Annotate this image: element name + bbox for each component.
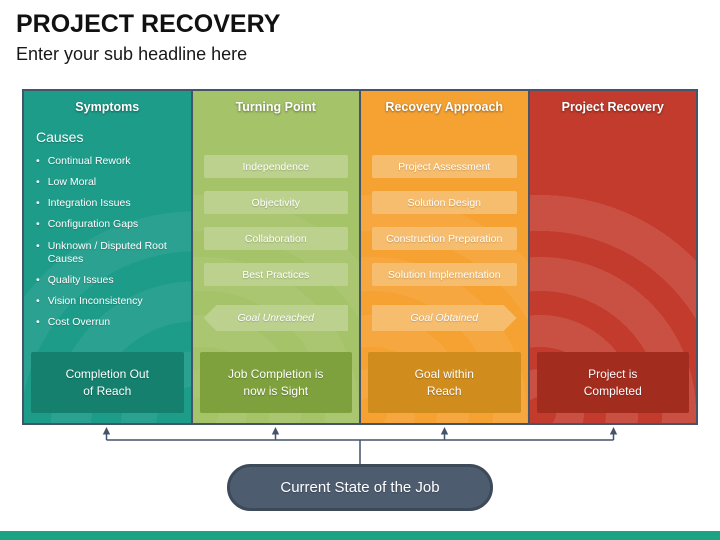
status-box-completion-out-of-reach: Completion Out of Reach bbox=[31, 352, 184, 413]
step-construction-preparation: Construction Preparation bbox=[372, 227, 517, 250]
recovery-approach-steps: Project Assessment Solution Design Const… bbox=[372, 155, 517, 299]
list-item: • Configuration Gaps bbox=[36, 218, 183, 231]
list-item: • Quality Issues bbox=[36, 274, 183, 287]
up-arrow-icon bbox=[102, 427, 111, 435]
bullet-icon: • bbox=[36, 294, 40, 307]
up-arrow-icon bbox=[609, 427, 618, 435]
current-state-label: Current State of the Job bbox=[280, 479, 440, 496]
step-solution-design: Solution Design bbox=[372, 191, 517, 214]
causes-list: • Continual Rework • Low Moral • Integratio… bbox=[36, 155, 183, 337]
column-header-recovery-approach: Recovery Approach bbox=[385, 100, 504, 114]
step-solution-implementation: Solution Implementation bbox=[372, 263, 517, 286]
page-subtitle: Enter your sub headline here bbox=[16, 44, 248, 64]
goal-obtained-arrow: Goal Obtained bbox=[372, 305, 517, 331]
step-independence: Independence bbox=[203, 155, 348, 178]
column-turning-point: Turning Point Independence Objectivity C… bbox=[190, 91, 359, 423]
step-project-assessment: Project Assessment bbox=[372, 155, 517, 178]
cause-text: Vision Inconsistency bbox=[47, 294, 143, 307]
list-item: • Continual Rework bbox=[36, 155, 183, 168]
bullet-icon: • bbox=[36, 197, 40, 210]
current-state-pill: Current State of the Job bbox=[227, 464, 493, 511]
column-symptoms: Symptoms Causes • Continual Rework • Low M… bbox=[24, 91, 191, 423]
cause-text: Quality Issues bbox=[47, 273, 114, 286]
step-objectivity: Objectivity bbox=[203, 191, 348, 214]
bullet-icon: • bbox=[36, 176, 40, 189]
up-arrow-icon bbox=[271, 427, 280, 435]
list-item: • Unknown / Disputed Root Causes bbox=[36, 240, 183, 266]
bullet-icon: • bbox=[36, 155, 40, 167]
column-header-turning-point: Turning Point bbox=[235, 100, 316, 114]
step-best-practices: Best Practices bbox=[203, 263, 348, 286]
cause-text: Integration Issues bbox=[47, 197, 131, 210]
causes-label: Causes bbox=[36, 129, 84, 145]
cause-text: Cost Overrun bbox=[47, 316, 111, 328]
turning-point-steps: Independence Objectivity Collaboration B… bbox=[203, 155, 348, 299]
recovery-stages-table: Symptoms Causes • Continual Rework • Low M… bbox=[22, 89, 698, 425]
column-header-project-recovery: Project Recovery bbox=[561, 100, 664, 114]
footer-accent-bar bbox=[0, 531, 720, 540]
status-box-job-completion-in-sight: Job Completion is now is Sight bbox=[199, 352, 352, 413]
page-title: PROJECT RECOVERY bbox=[16, 10, 281, 38]
status-box-goal-within-reach: Goal within Reach bbox=[368, 352, 521, 413]
list-item: • Integration Issues bbox=[36, 197, 183, 210]
cause-text: Continual Rework bbox=[47, 155, 131, 167]
status-box-project-completed: Project is Completed bbox=[536, 352, 689, 413]
bullet-icon: • bbox=[36, 316, 40, 328]
goal-unreached-arrow: Goal Unreached bbox=[203, 305, 348, 331]
column-recovery-approach: Recovery Approach Project Assessment Sol… bbox=[359, 91, 528, 423]
bullet-icon: • bbox=[36, 273, 40, 286]
cause-text: Configuration Gaps bbox=[47, 218, 139, 231]
list-item: • Cost Overrun bbox=[36, 316, 183, 329]
bullet-icon: • bbox=[36, 239, 40, 252]
step-collaboration: Collaboration bbox=[203, 227, 348, 250]
up-arrow-icon bbox=[440, 427, 449, 435]
column-header-symptoms: Symptoms bbox=[75, 100, 140, 114]
cause-text: Unknown / Disputed Root Causes bbox=[47, 239, 167, 265]
cause-text: Low Moral bbox=[47, 176, 97, 189]
bullet-icon: • bbox=[36, 218, 40, 231]
list-item: • Vision Inconsistency bbox=[36, 295, 183, 308]
list-item: • Low Moral bbox=[36, 176, 183, 189]
column-project-recovery: Project Recovery Project is Completed bbox=[527, 91, 696, 423]
